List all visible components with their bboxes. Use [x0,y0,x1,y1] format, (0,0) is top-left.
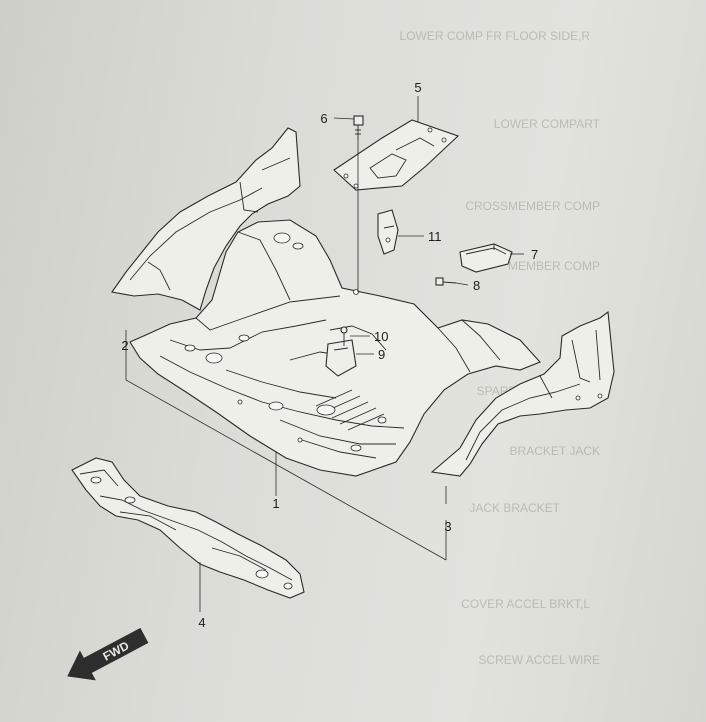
ghost-line-8: COVER ACCEL BRKT,L [461,597,590,611]
fwd-arrow-icon [67,627,149,681]
part-4-crossmember[interactable] [71,457,305,599]
callout-7: 7 [531,247,538,262]
ghost-line-7: JACK BRACKET [469,501,560,515]
callout-labels: 1 2 3 4 5 6 7 8 9 10 11 [121,80,538,630]
part-5-plate[interactable] [333,119,460,191]
callout-9: 9 [378,347,385,362]
part-11-bracket[interactable] [377,209,399,255]
callout-4: 4 [198,615,205,630]
callout-11: 11 [428,229,442,244]
callout-5: 5 [414,80,421,95]
bleed-through-text: LOWER COMP FR FLOOR SIDE,R LOWER COMPART… [400,29,601,667]
fwd-arrow: FWD [67,627,149,681]
callout-2: 2 [121,338,128,353]
leader-lines [125,96,524,612]
part-8-bolt[interactable] [435,277,457,286]
callout-1: 1 [272,496,279,511]
callout-10: 10 [374,329,388,344]
callout-6: 6 [320,111,327,126]
callout-3: 3 [444,519,451,534]
callout-8: 8 [473,278,480,293]
part-2-left-wheelhouse[interactable] [111,127,301,311]
part-10-screw[interactable] [340,326,348,346]
part-7-cover[interactable] [459,243,513,273]
ghost-line-4: MEMBER COMP [508,259,600,273]
part-9-bracket[interactable] [325,339,357,377]
ghost-line-1: LOWER COMP FR FLOOR SIDE,R [400,29,591,43]
ghost-line-3: CROSSMEMBER COMP [465,199,600,213]
ghost-line-6: BRACKET JACK [510,444,600,458]
part-6-bolt[interactable] [353,115,364,140]
ghost-line-9: SCREW ACCEL WIRE [478,653,600,667]
part-3-right-wheelhouse[interactable] [430,310,615,477]
ghost-line-2: LOWER COMPART [494,117,601,131]
